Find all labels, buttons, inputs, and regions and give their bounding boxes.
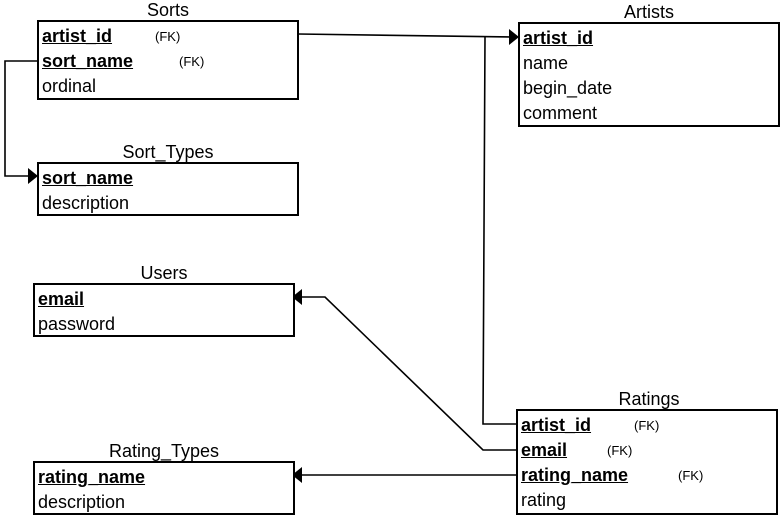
- table-ratings: artist_id (FK) email (FK) rating_name (F…: [516, 409, 778, 515]
- arrowhead-artists: [509, 29, 519, 45]
- field-name: rating: [521, 490, 567, 510]
- field-sort-name: sort_name (FK): [42, 49, 297, 74]
- field-name: rating_name: [38, 467, 146, 487]
- field-name: artist_id: [42, 26, 113, 46]
- table-users: email password: [33, 283, 295, 337]
- field-description: description: [38, 490, 293, 515]
- table-title-rating-types: Rating_Types: [108, 441, 220, 461]
- field-artist-id: artist_id (FK): [42, 24, 297, 49]
- connector-sorts-artists: [297, 33, 511, 38]
- connector-ratings-users: [300, 296, 516, 451]
- field-ordinal: ordinal: [42, 74, 297, 99]
- field-rating: rating: [521, 488, 776, 513]
- field-description: description: [42, 191, 297, 216]
- field-name-col: name: [523, 51, 778, 76]
- connector-sorts-sorttypes: [4, 60, 38, 177]
- field-name: rating_name: [521, 465, 629, 485]
- field-name: email: [38, 289, 85, 309]
- table-title-users: Users: [140, 263, 188, 283]
- field-email: email: [38, 287, 293, 312]
- field-name: email: [521, 440, 568, 460]
- fk-marker: (FK): [607, 443, 633, 458]
- field-name: artist_id: [523, 28, 594, 48]
- field-artist-id: artist_id (FK): [521, 413, 776, 438]
- field-name: name: [523, 53, 569, 73]
- field-name: password: [38, 314, 116, 334]
- field-password: password: [38, 312, 293, 337]
- field-name: begin_date: [523, 78, 613, 98]
- table-sort-types: sort_name description: [37, 162, 299, 216]
- field-sort-name: sort_name: [42, 166, 297, 191]
- field-name: comment: [523, 103, 598, 123]
- field-rating-name: rating_name (FK): [521, 463, 776, 488]
- arrowhead-users: [292, 289, 302, 305]
- field-rating-name: rating_name: [38, 465, 293, 490]
- table-title-ratings: Ratings: [618, 389, 680, 409]
- field-name: description: [38, 492, 126, 512]
- field-email: email (FK): [521, 438, 776, 463]
- fk-marker: (FK): [634, 418, 660, 433]
- field-name: sort_name: [42, 51, 134, 71]
- fk-marker: (FK): [678, 468, 704, 483]
- table-rating-types: rating_name description: [33, 461, 295, 515]
- field-name: description: [42, 193, 130, 213]
- table-sorts: artist_id (FK) sort_name (FK) ordinal: [37, 20, 299, 100]
- connector-ratings-artists: [482, 36, 516, 425]
- field-artist-id: artist_id: [523, 26, 778, 51]
- table-title-sort-types: Sort_Types: [122, 142, 214, 162]
- field-name: artist_id: [521, 415, 592, 435]
- table-artists: artist_id name begin_date comment: [518, 22, 780, 127]
- table-title-sorts: Sorts: [146, 0, 189, 20]
- field-name: sort_name: [42, 168, 134, 188]
- field-begin-date: begin_date: [523, 76, 778, 101]
- arrowhead-rating-types: [292, 467, 302, 483]
- field-comment: comment: [523, 101, 778, 126]
- arrowhead-sort-types: [28, 168, 38, 184]
- fk-marker: (FK): [155, 29, 181, 44]
- table-title-artists: Artists: [623, 2, 674, 22]
- fk-marker: (FK): [179, 54, 205, 69]
- field-name: ordinal: [42, 76, 97, 96]
